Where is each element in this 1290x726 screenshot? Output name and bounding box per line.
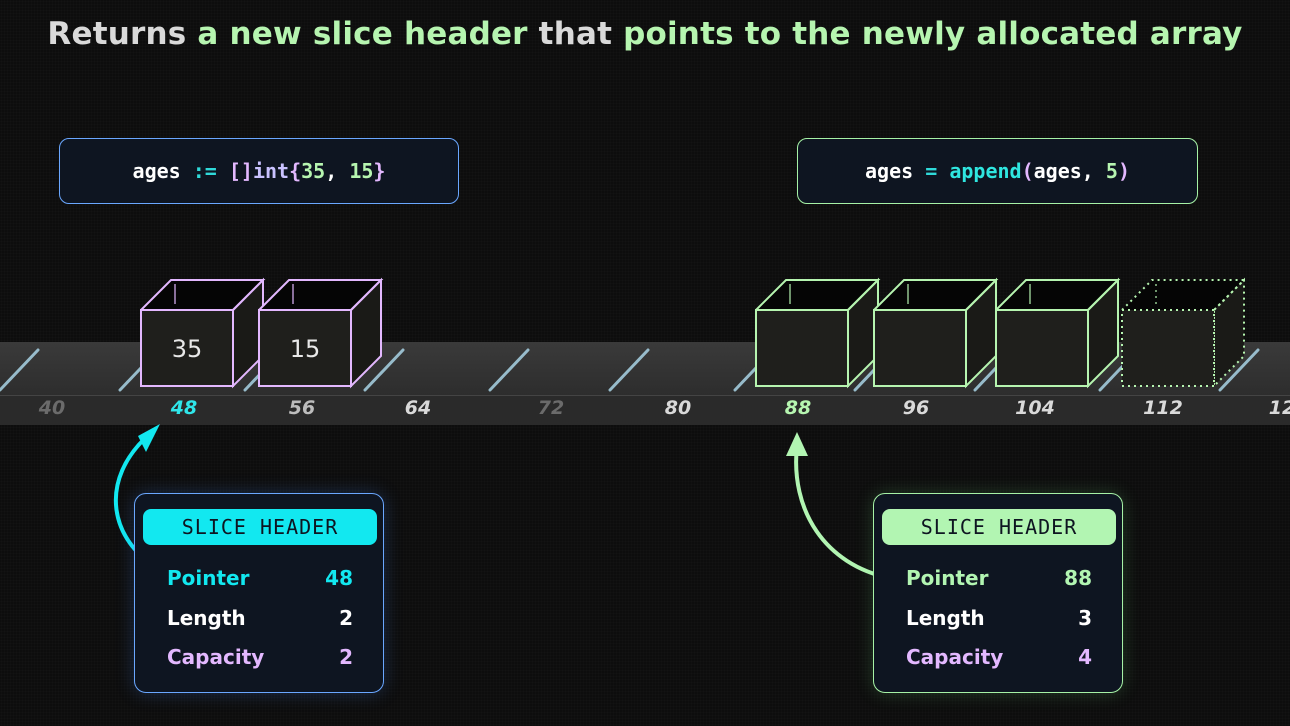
- cube-front: [995, 309, 1089, 387]
- cube-rim: [873, 279, 999, 311]
- address-strip: [0, 395, 1290, 425]
- code-token: 35: [301, 159, 326, 183]
- array-cell: [755, 277, 881, 389]
- code-snippet-declaration: ages := []int{35, 15}: [59, 138, 459, 204]
- address-label: 88: [784, 397, 812, 419]
- title-fragment: Returns: [47, 16, 198, 52]
- code-token: ): [1117, 159, 1130, 183]
- code-token: ,: [325, 159, 350, 183]
- title-fragment: header: [403, 16, 539, 52]
- code-token: 15: [349, 159, 374, 183]
- slice-header-new: SLICE HEADER Pointer 88 Length 3 Capacit…: [873, 493, 1123, 693]
- arrowhead-old: [138, 424, 160, 452]
- address-label: 96: [902, 397, 930, 419]
- length-value: 2: [339, 606, 353, 630]
- cube-opening: [996, 280, 1118, 310]
- title-fragment: a new slice: [197, 16, 404, 52]
- rail-slash: [363, 348, 405, 392]
- address-label: 48: [170, 397, 198, 419]
- rail-slash: [608, 348, 650, 392]
- array-cell: [873, 277, 999, 389]
- length-label: Length: [167, 606, 246, 630]
- page-title: Returns a new slice header that points t…: [0, 16, 1290, 52]
- cube-front: [755, 309, 849, 387]
- cell-value: 15: [290, 335, 321, 363]
- cube-rim: [755, 279, 881, 311]
- cube-rim: [995, 279, 1121, 311]
- rail-slash: [1218, 348, 1260, 392]
- cube-opening: [1122, 280, 1244, 310]
- capacity-label: Capacity: [167, 645, 265, 669]
- cube-opening: [141, 280, 263, 310]
- address-label: 72: [537, 397, 565, 419]
- cube-front: [1121, 309, 1215, 387]
- title-fragment: points to the: [623, 16, 862, 52]
- address-label: 12: [1268, 397, 1290, 419]
- title-fragment: that: [538, 16, 624, 52]
- cube-front: [258, 309, 352, 387]
- pointer-arrow-new: [794, 444, 892, 580]
- address-label: 64: [404, 397, 432, 419]
- array-cell: [995, 277, 1121, 389]
- pointer-value: 88: [1064, 566, 1092, 590]
- address-label: 112: [1143, 397, 1183, 419]
- cube-opening: [874, 280, 996, 310]
- rail-slash: [0, 348, 40, 392]
- code-token: []: [228, 159, 253, 183]
- length-value: 3: [1078, 606, 1092, 630]
- array-cell: 35: [140, 277, 266, 389]
- pointer-label: Pointer: [906, 566, 989, 590]
- length-row: Length 3: [906, 606, 1092, 636]
- code-token: {: [289, 159, 302, 183]
- arrowhead-new: [786, 432, 808, 456]
- code-token: ages: [1033, 159, 1082, 183]
- pointer-row: Pointer 48: [167, 566, 353, 596]
- code-token: 5: [1105, 159, 1118, 183]
- code-token: int: [252, 159, 290, 183]
- code-token: ages: [865, 159, 926, 183]
- title-fragment: newly allocated array: [861, 16, 1243, 52]
- array-cells: 35 15: [140, 277, 1247, 389]
- cube-rim: [140, 279, 266, 311]
- cube-front: [140, 309, 234, 387]
- cube-front: [873, 309, 967, 387]
- code-token: ,: [1081, 159, 1106, 183]
- pointer-label: Pointer: [167, 566, 250, 590]
- length-label: Length: [906, 606, 985, 630]
- array-cell: 15: [258, 277, 384, 389]
- code-token: :=: [192, 159, 229, 183]
- capacity-row: Capacity 4: [906, 645, 1092, 675]
- cell-value: 35: [172, 335, 203, 363]
- cube-rim: [258, 279, 384, 311]
- code-token: =: [925, 159, 950, 183]
- code-token: append: [949, 159, 1022, 183]
- cube-opening: [259, 280, 381, 310]
- code-token: ages: [132, 159, 193, 183]
- code-token: (: [1021, 159, 1034, 183]
- code-snippet-append: ages = append(ages, 5): [797, 138, 1198, 204]
- slice-header-old: SLICE HEADER Pointer 48 Length 2 Capacit…: [134, 493, 384, 693]
- capacity-value: 4: [1078, 645, 1092, 669]
- pointer-value: 48: [325, 566, 353, 590]
- capacity-value: 2: [339, 645, 353, 669]
- code-token: }: [373, 159, 386, 183]
- length-row: Length 2: [167, 606, 353, 636]
- rail-slash: [488, 348, 530, 392]
- address-label: 56: [288, 397, 316, 419]
- spare-capacity-cell: [1121, 277, 1247, 389]
- address-label: 104: [1015, 397, 1055, 419]
- pointer-row: Pointer 88: [906, 566, 1092, 596]
- capacity-label: Capacity: [906, 645, 1004, 669]
- address-label: 40: [38, 397, 66, 419]
- address-label: 80: [664, 397, 692, 419]
- slice-header-tag: SLICE HEADER: [143, 509, 377, 545]
- cube-opening: [756, 280, 878, 310]
- slice-header-tag: SLICE HEADER: [882, 509, 1116, 545]
- capacity-row: Capacity 2: [167, 645, 353, 675]
